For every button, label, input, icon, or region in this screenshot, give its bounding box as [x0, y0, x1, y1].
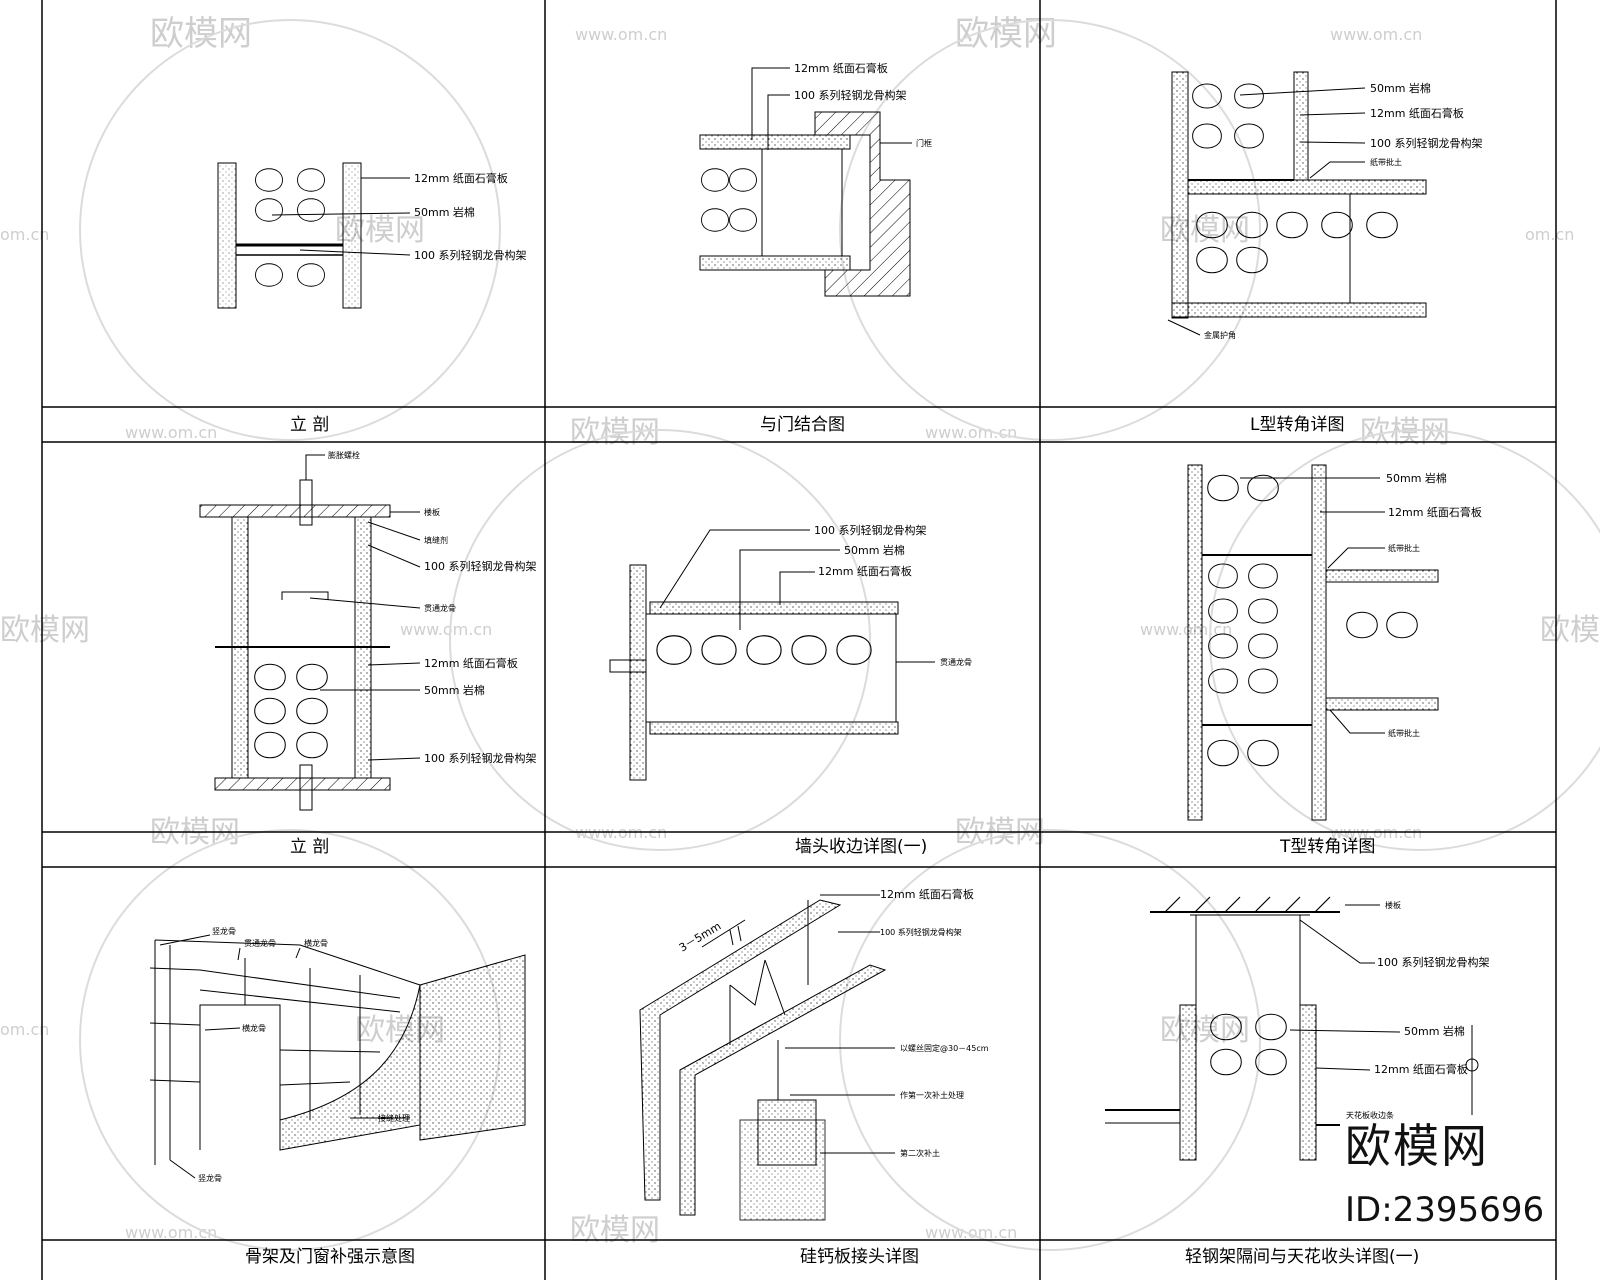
panel-3-label-frame: 100 系列轻钢龙骨构架	[1370, 136, 1483, 150]
panel-4-label-sealant: 填缝剂	[424, 535, 448, 545]
panel-7-title: 骨架及门窗补强示意图	[245, 1247, 415, 1267]
watermark-brand: 欧模网	[150, 14, 252, 54]
panel-5-label-runner: 贯通龙骨	[940, 657, 972, 667]
panel-8-label-board: 12mm 纸面石膏板	[880, 887, 974, 901]
watermark-brand: 欧模网	[1540, 613, 1600, 648]
watermark-site: www.om.cn	[400, 620, 492, 639]
panel-4-label-frame-bottom: 100 系列轻钢龙骨构架	[424, 751, 537, 765]
watermark-brand: 欧模网	[570, 1213, 660, 1248]
watermark-site: www.om.cn	[1330, 25, 1422, 44]
panel-1-label-frame: 100 系列轻钢龙骨构架	[414, 248, 527, 262]
watermark-site: om.cn	[1525, 225, 1574, 244]
panel-4-label-slab: 楼板	[424, 507, 440, 517]
panel-4-label-board: 12mm 纸面石膏板	[424, 656, 518, 670]
watermark-site: www.om.cn	[925, 423, 1017, 442]
panel-8-board-joint	[639, 894, 895, 1221]
panel-5-wall-end	[609, 529, 935, 781]
sheet-grid	[41, 0, 1557, 1280]
panel-7-label-runner: 贯通龙骨	[244, 938, 276, 948]
panel-2-label-doorframe: 门框	[916, 138, 932, 148]
watermark-site: www.om.cn	[575, 25, 667, 44]
panel-3-title: L型转角详图	[1250, 415, 1344, 435]
panel-3-label-cornerbead: 金属护角	[1204, 330, 1236, 340]
panel-9-label-frame: 100 系列轻钢龙骨构架	[1377, 955, 1490, 969]
panel-1-label-board: 12mm 纸面石膏板	[414, 171, 508, 185]
panel-8-label-gap: 3－5mm	[677, 920, 724, 955]
panel-7-label-track-top: 横龙骨	[304, 938, 328, 948]
panel-2-label-board: 12mm 纸面石膏板	[794, 61, 888, 75]
panel-2-door-joint	[699, 67, 912, 297]
panel-9-label-trim: 天花板收边条	[1346, 1110, 1394, 1120]
panel-1-title: 立 剖	[290, 415, 329, 435]
panel-4-label-anchor: 膨胀螺栓	[328, 450, 360, 460]
watermark-brand: 欧模网	[1160, 1013, 1250, 1048]
panel-5-label-board: 12mm 纸面石膏板	[818, 564, 912, 578]
panel-4-section	[199, 454, 421, 811]
watermark-site: om.cn	[0, 1020, 49, 1039]
panel-6-t-corner	[1187, 464, 1439, 821]
panel-4-title: 立 剖	[290, 837, 329, 857]
panel-3-label-wool: 50mm 岩棉	[1370, 81, 1431, 95]
watermark-id: ID:2395696	[1345, 1190, 1545, 1230]
panel-8-title: 硅钙板接头详图	[800, 1247, 919, 1267]
panel-6-title: T型转角详图	[1279, 837, 1375, 857]
watermark-logo: 欧模网	[1345, 1119, 1489, 1173]
panel-7-label-track-mid: 横龙骨	[242, 1023, 266, 1033]
panel-8-label-screw: 以螺丝固定@30－45cm	[900, 1043, 989, 1053]
panel-6-label-board: 12mm 纸面石膏板	[1388, 505, 1482, 519]
panel-5-title: 墙头收边详图(一)	[795, 837, 927, 857]
panel-3-label-board: 12mm 纸面石膏板	[1370, 106, 1464, 120]
panel-6-label-tape-top: 纸带批土	[1388, 543, 1420, 553]
panel-9-label-slab: 楼板	[1385, 900, 1401, 910]
panel-2-label-frame: 100 系列轻钢龙骨构架	[794, 88, 907, 102]
panel-4-label-runner: 贯通龙骨	[424, 603, 456, 613]
panel-5-label-wool: 50mm 岩棉	[844, 543, 905, 557]
panel-4-label-frame-top: 100 系列轻钢龙骨构架	[424, 559, 537, 573]
panel-7-label-stud-bottom: 竖龙骨	[198, 1173, 222, 1183]
panel-9-label-board: 12mm 纸面石膏板	[1374, 1062, 1468, 1076]
panel-1-section	[217, 162, 411, 309]
watermark-site: www.om.cn	[125, 1223, 217, 1242]
panel-3-label-tape: 纸带批土	[1370, 157, 1402, 167]
panel-9-label-wool: 50mm 岩棉	[1404, 1024, 1465, 1038]
panel-9-title: 轻钢架隔间与天花收头详图(一)	[1185, 1247, 1419, 1267]
panel-3-l-corner	[1167, 71, 1427, 336]
panel-8-label-second-fill: 第二次补土	[900, 1148, 940, 1158]
watermark-site: www.om.cn	[125, 423, 217, 442]
panel-8-label-frame: 100 系列轻钢龙骨构架	[880, 927, 962, 937]
panel-8-label-first-fill: 作第一次补土处理	[900, 1090, 964, 1100]
panel-7-label-joint: 接缝处理	[378, 1113, 410, 1123]
panel-2-title: 与门结合图	[760, 415, 845, 435]
watermark-site: www.om.cn	[925, 1223, 1017, 1242]
panel-6-label-wool: 50mm 岩棉	[1386, 471, 1447, 485]
watermark-site: om.cn	[0, 225, 49, 244]
panel-1-label-wool: 50mm 岩棉	[414, 205, 475, 219]
panel-6-label-tape-bottom: 纸带批土	[1388, 728, 1420, 738]
panel-5-label-frame: 100 系列轻钢龙骨构架	[814, 523, 927, 537]
panel-7-label-stud: 竖龙骨	[212, 926, 236, 936]
watermark-brand: 欧模网	[1360, 415, 1450, 450]
panel-9-ceiling-joint	[1105, 896, 1479, 1161]
panel-7-frame-sketch	[149, 934, 526, 1179]
panel-4-label-wool: 50mm 岩棉	[424, 683, 485, 697]
watermark-brand: 欧模网	[0, 613, 90, 648]
